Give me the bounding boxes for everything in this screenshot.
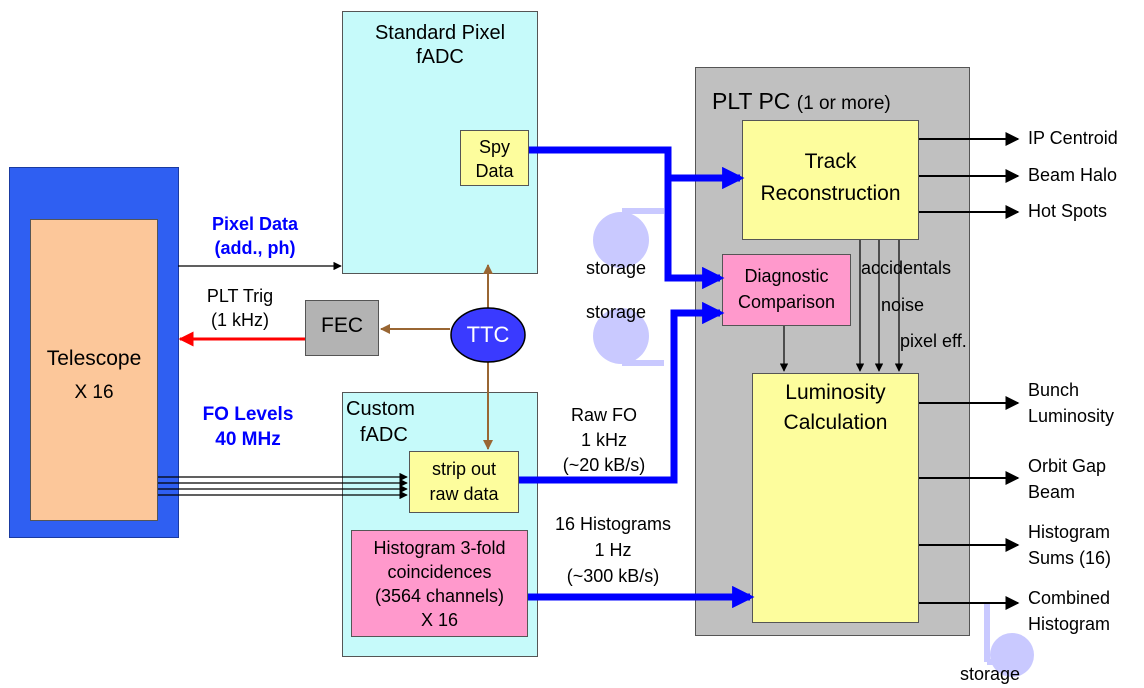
plt-pc-subtitle: (1 or more) (796, 93, 891, 114)
output-orbit-2: Beam (1028, 482, 1076, 502)
luminosity-line2: Calculation (783, 411, 888, 434)
plt-trig-label-1: PLT Trig (206, 286, 274, 306)
output-bunch-2: Luminosity (1028, 406, 1115, 426)
diagnostic-box (722, 254, 851, 326)
plt-pc-name: PLT PC (712, 88, 791, 114)
raw-fo-label-1: Raw FO (570, 405, 637, 425)
pixel-data-label-1: Pixel Data (211, 214, 299, 234)
histogram-line3: (3564 channels) (374, 586, 505, 606)
raw-fo-label-2: 1 kHz (580, 430, 627, 450)
custom-fadc-title-2: fADC (360, 424, 408, 446)
spy-data-box (460, 130, 529, 186)
histograms-link-label-3: (~300 kB/s) (566, 566, 660, 586)
storage-label-1: storage (586, 258, 647, 278)
spy-data-line1: Spy (478, 137, 511, 157)
plt-trig-label-2: (1 kHz) (211, 310, 269, 330)
storage-label-2: storage (586, 302, 647, 322)
pixel-data-label-2: (add., ph) (214, 238, 296, 258)
output-comb-2: Histogram (1028, 614, 1111, 634)
fec-box (305, 300, 379, 356)
custom-fadc-title-1: Custom (346, 398, 415, 420)
accidentals-label: accidentals (861, 258, 952, 278)
fo-levels-label-1: FO Levels (202, 404, 294, 425)
plt-pc-title: PLT PC (1 or more) (712, 88, 891, 115)
raw-fo-label-3: (~20 kB/s) (562, 455, 646, 475)
fec-label: FEC (321, 314, 363, 337)
luminosity-line1: Luminosity (785, 381, 886, 404)
output-comb-1: Combined (1028, 588, 1111, 608)
output-bunch-1: Bunch (1028, 380, 1080, 400)
histogram-line4: X 16 (420, 610, 459, 630)
telescope-label: Telescope (46, 347, 142, 370)
telescope-inner (30, 219, 158, 521)
noise-label: noise (881, 295, 925, 315)
output-ip-centroid: IP Centroid (1028, 128, 1118, 148)
output-hist-2: Sums (16) (1028, 548, 1112, 568)
histogram-line1: Histogram 3-fold (373, 538, 506, 558)
telescope-count: X 16 (74, 382, 114, 403)
output-hot-spots: Hot Spots (1028, 201, 1108, 221)
fo-levels-label-2: 40 MHz (215, 429, 281, 450)
standard-fadc-title-2: fADC (416, 46, 464, 68)
output-orbit-1: Orbit Gap (1028, 456, 1107, 476)
ttc-label: TTC (466, 322, 510, 347)
storage-icon-3 (984, 603, 1034, 677)
histograms-link-label-1: 16 Histograms (554, 514, 672, 534)
histogram-box (351, 530, 528, 637)
storage-icon-1 (593, 208, 664, 268)
diagnostic-line1: Diagnostic (744, 266, 829, 286)
storage-label-3: storage (960, 664, 1021, 684)
diagnostic-line2: Comparison (737, 292, 836, 312)
track-reco-line2: Reconstruction (760, 182, 901, 205)
track-reco-line1: Track (804, 150, 857, 173)
histogram-line2: coincidences (387, 562, 492, 582)
raw-fo-link (519, 301, 725, 484)
spy-data-line2: Data (475, 161, 514, 181)
output-beam-halo: Beam Halo (1028, 165, 1118, 185)
strip-out-line2: raw data (429, 484, 499, 504)
standard-fadc-title-1: Standard Pixel (374, 22, 506, 44)
strip-out-box (409, 451, 519, 513)
track-reco-box (742, 120, 919, 240)
strip-out-line1: strip out (431, 459, 497, 479)
storage-icon-2 (593, 308, 664, 366)
spy-to-track-link (529, 146, 745, 190)
output-hist-1: Histogram (1028, 522, 1111, 542)
ttc-node (450, 307, 526, 363)
luminosity-box (752, 373, 919, 623)
histograms-link-label-2: 1 Hz (594, 540, 632, 560)
pixel-eff-label: pixel eff. (900, 331, 967, 351)
